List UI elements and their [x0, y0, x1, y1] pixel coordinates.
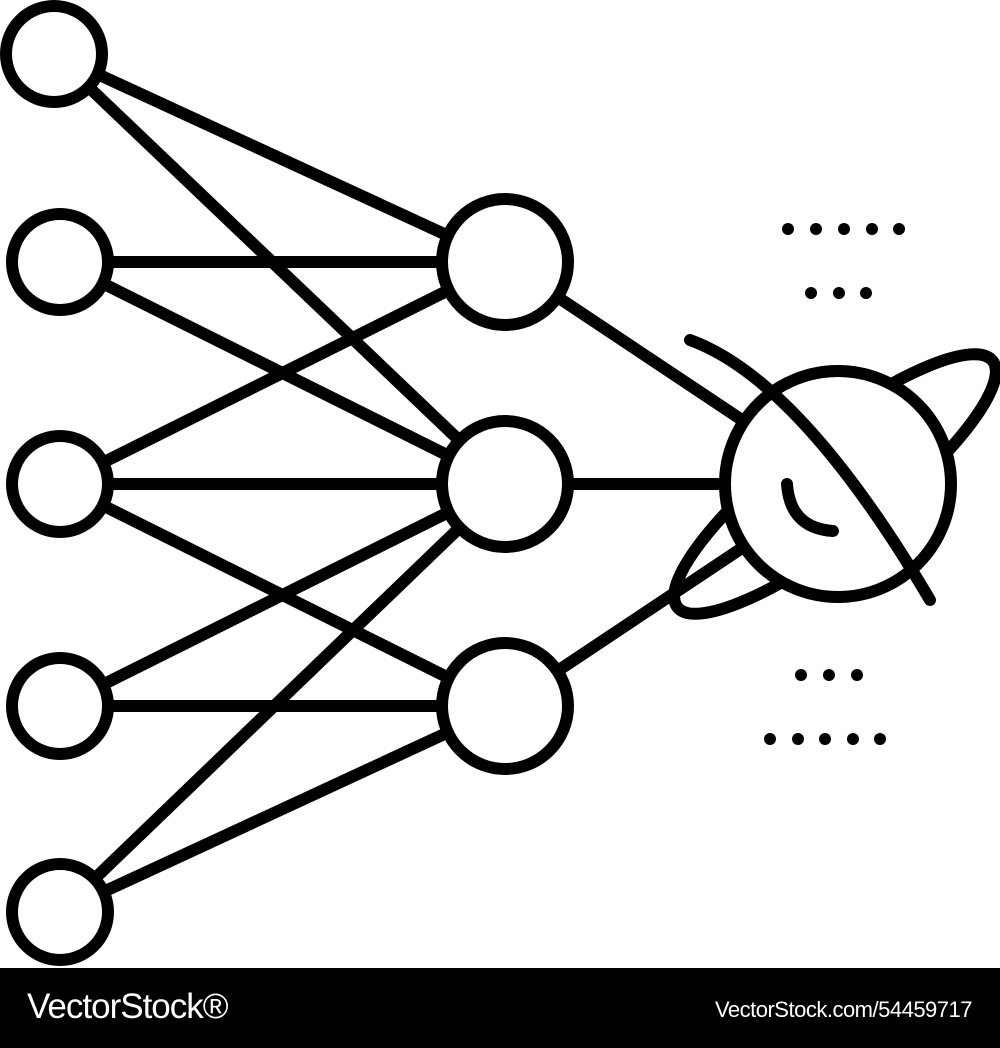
- dot: [838, 223, 850, 235]
- dot: [847, 733, 859, 745]
- dot: [874, 733, 886, 745]
- hidden-node: [436, 193, 574, 331]
- connection-line: [48, 48, 511, 490]
- planet-icon: [668, 334, 1000, 620]
- planet-body: [719, 365, 957, 603]
- connection-line: [54, 700, 511, 918]
- watermark-footer: VectorStock® VectorStock.com/54459717: [0, 968, 1000, 1048]
- dot: [833, 287, 845, 299]
- dot: [860, 287, 872, 299]
- dot: [764, 733, 776, 745]
- vectorstock-logo: VectorStock®: [27, 987, 229, 1026]
- hidden-node: [436, 637, 574, 775]
- input-node: [6, 652, 114, 760]
- dotted-lines: [764, 223, 905, 745]
- image-id-text: VectorStock.com/54459717: [714, 997, 973, 1022]
- hidden-node: [436, 415, 574, 553]
- dot: [866, 223, 878, 235]
- dot: [782, 223, 794, 235]
- connection-line: [54, 256, 511, 490]
- dot: [805, 287, 817, 299]
- dot: [893, 223, 905, 235]
- dot: [795, 669, 807, 681]
- dot: [851, 669, 863, 681]
- connection-line: [54, 478, 511, 918]
- planet-ring-front: [684, 334, 936, 606]
- connection-line: [54, 478, 511, 712]
- planet-crater-arc: [781, 478, 839, 537]
- input-layer: [0, 0, 114, 966]
- dot: [810, 223, 822, 235]
- dot: [819, 733, 831, 745]
- input-node: [6, 858, 114, 966]
- input-node: [0, 0, 108, 108]
- input-node: [6, 208, 114, 316]
- connection-line: [48, 48, 511, 268]
- dot: [792, 733, 804, 745]
- dot: [823, 669, 835, 681]
- input-node: [6, 430, 114, 538]
- hidden-layer: [436, 193, 574, 775]
- neural-network-diagram: [0, 0, 1000, 966]
